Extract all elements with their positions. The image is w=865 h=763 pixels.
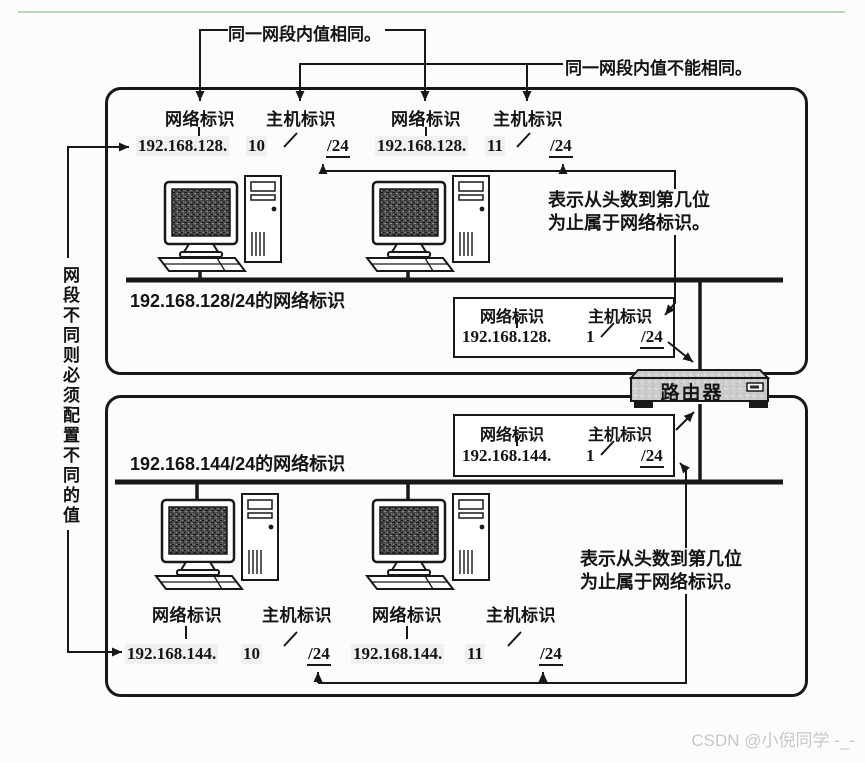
host-id-label: 主机标识 <box>266 110 336 129</box>
network-id-label: 网络标识 <box>480 427 545 444</box>
host1-network: 192.168.144. <box>125 644 219 664</box>
annotation-arrows <box>67 29 563 657</box>
cross-segment-note: 网段不同则必须配置不同的值 <box>60 266 79 526</box>
host2-host: 11 <box>485 136 506 156</box>
router-if-host: 1 <box>586 327 595 346</box>
router-if-prefix: /24 <box>640 446 664 468</box>
label-ticks <box>185 127 615 647</box>
different-value-note: 同一网段内值不能相同。 <box>565 54 752 79</box>
router-if-host: 1 <box>586 446 595 465</box>
segment2-box <box>105 395 808 697</box>
host-id-label: 主机标识 <box>588 309 653 326</box>
router-if-network: 192.168.128. <box>462 327 552 346</box>
network-id-label: 网络标识 <box>480 309 545 326</box>
router-icon <box>628 369 771 408</box>
network-id-label: 网络标识 <box>152 606 222 625</box>
network-id-label: 网络标识 <box>391 110 461 129</box>
host1-prefix: /24 <box>326 136 350 158</box>
host2-prefix: /24 <box>539 644 563 666</box>
watermark: CSDN @小倪同学 -_- <box>691 731 855 750</box>
network-id-label: 网络标识 <box>165 110 235 129</box>
host2-host: 11 <box>465 644 486 664</box>
router-if-prefix: /24 <box>640 327 664 349</box>
computer-icon <box>365 174 491 273</box>
router-label: 路由器 <box>660 383 724 404</box>
computer-icon <box>365 492 491 591</box>
host-id-label: 主机标识 <box>262 606 332 625</box>
prefix-meaning-note-bottom: 表示从头数到第几位 为止属于网络标识。 <box>580 548 742 595</box>
computer-icon <box>157 174 283 273</box>
prefix-meaning-note-top: 表示从头数到第几位 为止属于网络标识。 <box>548 189 710 236</box>
host1-network: 192.168.128. <box>136 136 230 156</box>
segment1-box <box>105 87 808 375</box>
segment2-router-if-box: 网络标识 主机标识 192.168.144. 1 /24 <box>453 414 675 477</box>
top-divider-rule <box>18 11 845 13</box>
segment2-title: 192.168.144/24的网络标识 <box>130 454 346 474</box>
host2-network: 192.168.144. <box>351 644 445 664</box>
host2-network: 192.168.128. <box>375 136 469 156</box>
network-id-label: 网络标识 <box>372 606 442 625</box>
host-id-label: 主机标识 <box>588 427 653 444</box>
segment1-router-if-box: 网络标识 主机标识 192.168.128. 1 /24 <box>453 297 675 358</box>
router-if-network: 192.168.144. <box>462 446 552 465</box>
segment1-title: 192.168.128/24的网络标识 <box>130 291 346 311</box>
host1-host: 10 <box>241 644 262 664</box>
same-value-note: 同一网段内值相同。 <box>228 20 381 45</box>
host1-host: 10 <box>246 136 267 156</box>
host-id-label: 主机标识 <box>486 606 556 625</box>
host2-prefix: /24 <box>549 136 573 158</box>
host-id-label: 主机标识 <box>493 110 563 129</box>
host1-prefix: /24 <box>307 644 331 666</box>
computer-icon <box>154 492 280 591</box>
